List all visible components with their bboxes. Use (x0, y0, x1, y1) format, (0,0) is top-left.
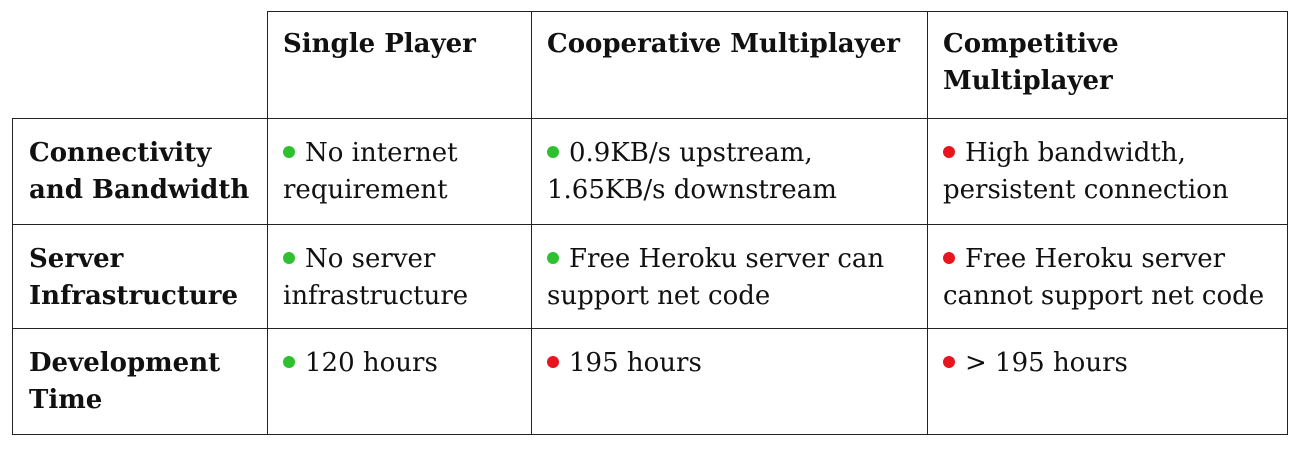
column-header-single-player: Single Player (267, 11, 531, 118)
status-dot-icon (943, 252, 955, 264)
row-header-label-line-2: Time (29, 385, 103, 415)
cell-text: 195 hours (569, 348, 702, 378)
row-header-connectivity: Connectivity and Bandwidth (12, 118, 267, 224)
cell-text-line-1: High bandwidth, (965, 138, 1186, 168)
cell-text-line-2: 1.65KB/s downstream (547, 175, 837, 205)
row-header-development-time: Development Time (12, 328, 267, 435)
row-header-label-line-1: Development (29, 348, 221, 378)
column-header-label: Cooperative Multiplayer (547, 29, 900, 59)
row-header-label-line-2: Infrastructure (29, 281, 239, 311)
cell-server-competitive: Free Heroku server cannot support net co… (927, 224, 1288, 328)
cell-text-line-2: infrastructure (283, 281, 469, 311)
cell-text-line-2: support net code (547, 281, 771, 311)
cell-devtime-cooperative: 195 hours (531, 328, 927, 435)
column-header-competitive-multiplayer: Competitive Multiplayer (927, 11, 1288, 118)
cell-text-line-1: Free Heroku server (965, 244, 1226, 274)
cell-devtime-competitive: > 195 hours (927, 328, 1288, 435)
row-header-server-infrastructure: Server Infrastructure (12, 224, 267, 328)
cell-text-line-2: requirement (283, 175, 448, 205)
cell-text-line-1: No server (305, 244, 436, 274)
status-dot-icon (547, 252, 559, 264)
row-header-label-line-1: Connectivity (29, 138, 212, 168)
cell-server-single-player: No server infrastructure (267, 224, 531, 328)
cell-text-line-1: 0.9KB/s upstream, (569, 138, 813, 168)
cell-server-cooperative: Free Heroku server can support net code (531, 224, 927, 328)
cell-text-line-2: cannot support net code (943, 281, 1265, 311)
cell-text-line-2: persistent connection (943, 175, 1229, 205)
status-dot-icon (283, 146, 295, 158)
status-dot-icon (943, 146, 955, 158)
cell-connectivity-single-player: No internet requirement (267, 118, 531, 224)
column-header-cooperative-multiplayer: Cooperative Multiplayer (531, 11, 927, 118)
column-header-label-line-2: Multiplayer (943, 66, 1113, 96)
cell-text-line-1: No internet (305, 138, 458, 168)
status-dot-icon (547, 356, 559, 368)
cell-text: > 195 hours (965, 348, 1128, 378)
column-header-label-line-1: Competitive (943, 29, 1119, 59)
status-dot-icon (943, 356, 955, 368)
column-header-label: Single Player (283, 29, 476, 59)
comparison-table: Single Player Cooperative Multiplayer Co… (12, 11, 1288, 435)
cell-text-line-1: Free Heroku server can (569, 244, 885, 274)
cell-text: 120 hours (305, 348, 438, 378)
cell-devtime-single-player: 120 hours (267, 328, 531, 435)
status-dot-icon (283, 356, 295, 368)
cell-connectivity-competitive: High bandwidth, persistent connection (927, 118, 1288, 224)
cell-connectivity-cooperative: 0.9KB/s upstream, 1.65KB/s downstream (531, 118, 927, 224)
row-header-label-line-1: Server (29, 244, 124, 274)
status-dot-icon (547, 146, 559, 158)
row-header-label-line-2: and Bandwidth (29, 175, 250, 205)
status-dot-icon (283, 252, 295, 264)
